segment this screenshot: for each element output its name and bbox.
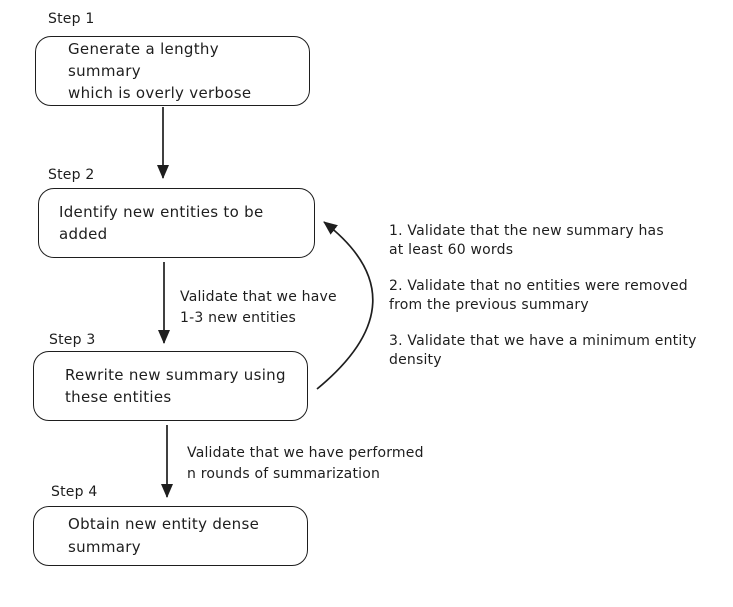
validation-list: 1. Validate that the new summary has at … (389, 222, 699, 387)
validation-item-1: 1. Validate that the new summary has at … (389, 223, 664, 258)
step3-box-text: Rewrite new summary using these entities (65, 366, 286, 406)
step4-box-text: Obtain new entity dense summary (68, 515, 260, 556)
step1-box: Generate a lengthy summary which is over… (35, 36, 310, 106)
step1-label: Step 1 (48, 11, 95, 27)
step2-box-text: Identify new entities to be added (59, 203, 264, 243)
step2-label: Step 2 (48, 167, 95, 183)
validation-item-2: 2. Validate that no entities were remove… (389, 278, 688, 313)
step4-label: Step 4 (51, 484, 98, 500)
step1-box-text: Generate a lengthy summary which is over… (68, 40, 252, 102)
validation-item-3: 3. Validate that we have a minimum entit… (389, 333, 697, 368)
step2-box: Identify new entities to be added (38, 188, 315, 258)
step4-box: Obtain new entity dense summary (33, 506, 308, 566)
step3-label: Step 3 (49, 332, 96, 348)
edge-label-n-rounds: Validate that we have performed n rounds… (187, 445, 424, 482)
step3-box: Rewrite new summary using these entities (33, 351, 308, 421)
edge-label-1-3-entities: Validate that we have 1-3 new entities (180, 289, 337, 326)
